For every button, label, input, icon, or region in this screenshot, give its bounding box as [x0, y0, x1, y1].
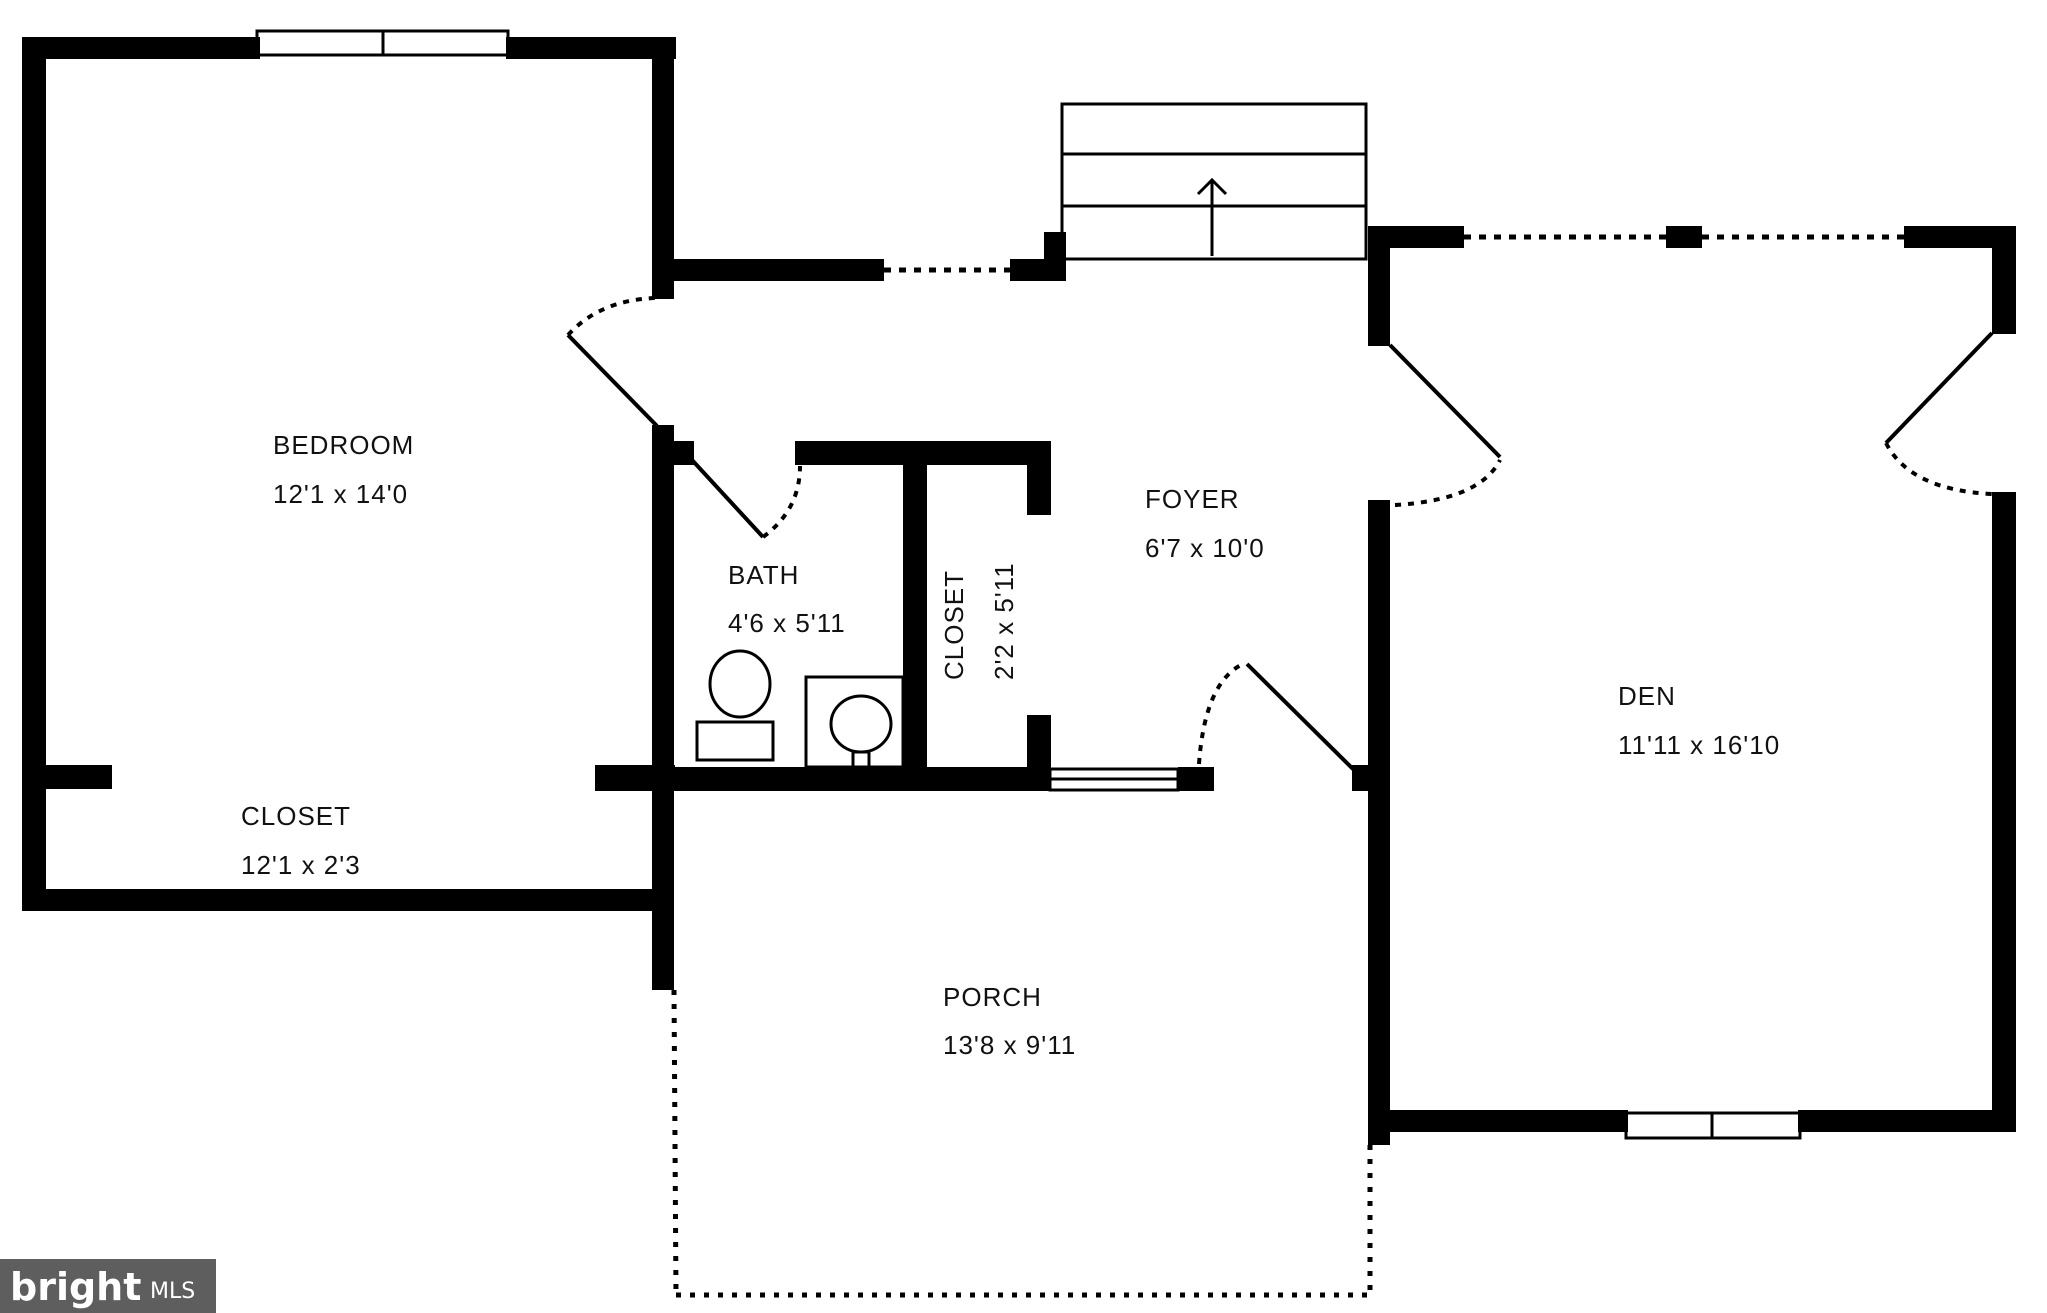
closet-main-dims: 12'1 x 2'3: [241, 850, 361, 880]
den-window: [1624, 1111, 1802, 1140]
foyer-name: FOYER: [1145, 484, 1240, 514]
porch-dims: 13'8 x 9'11: [943, 1030, 1076, 1060]
foyer-window: [1048, 767, 1180, 792]
den-dims: 11'11 x 16'10: [1618, 730, 1780, 760]
bath-dims: 4'6 x 5'11: [728, 608, 846, 638]
den-name: DEN: [1618, 681, 1676, 711]
bedroom-name: BEDROOM: [273, 430, 414, 460]
logo-brand: bright: [10, 1265, 141, 1309]
foyer-top-wall: [672, 232, 1066, 281]
bright-mls-logo: bright MLS: [0, 1259, 216, 1313]
closet-main-name: CLOSET: [241, 801, 351, 831]
doors: [566, 296, 1994, 775]
porch-name: PORCH: [943, 982, 1042, 1012]
stairs: [1060, 102, 1368, 261]
logo-suffix: MLS: [150, 1279, 195, 1304]
bath-walls: [595, 441, 1214, 791]
bath-name: BATH: [728, 560, 799, 590]
foyer-dims: 6'7 x 10'0: [1145, 533, 1265, 563]
bedroom-window: [255, 29, 510, 57]
den-walls: [1352, 226, 2016, 1145]
bedroom-walls: [22, 37, 676, 990]
room-labels: BEDROOM 12'1 x 14'0 CLOSET 12'1 x 2'3 BA…: [241, 430, 1780, 1060]
porch-outline: [671, 989, 1373, 1298]
toilet: [695, 649, 775, 762]
closet-small-name: CLOSET: [939, 570, 969, 680]
vanity: [804, 675, 905, 769]
closet-small-dims: 2'2 x 5'11: [989, 562, 1019, 680]
bedroom-dims: 12'1 x 14'0: [273, 479, 408, 509]
arrow-up-icon: [1196, 177, 1228, 256]
